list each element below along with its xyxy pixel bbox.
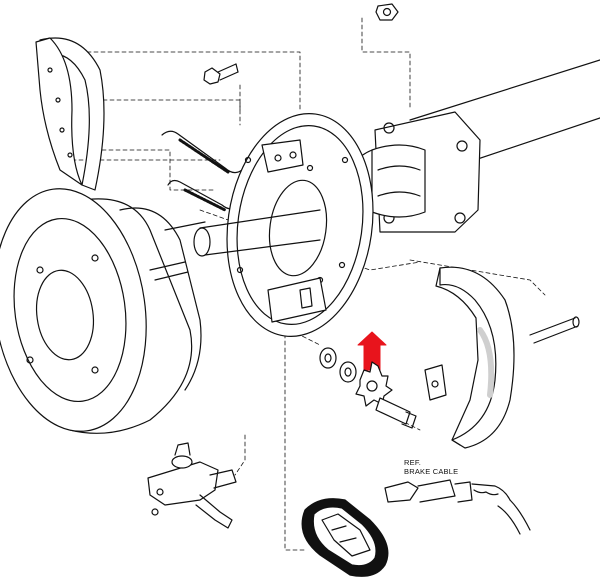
pin [529, 316, 580, 344]
cable-lever [147, 442, 237, 529]
ref-label-line1: REF. [404, 458, 422, 467]
direction-arrow [357, 331, 387, 371]
bolt-upper [203, 63, 239, 85]
backing-plate [226, 113, 374, 337]
axle-shaft [193, 209, 321, 257]
brake-drum [0, 188, 206, 434]
brake-cable-reference-label: REF. BRAKE CABLE [404, 458, 458, 476]
grommet [301, 498, 389, 577]
ref-label-line2: BRAKE CABLE [404, 467, 459, 476]
brake-shoe-lower [424, 266, 515, 449]
brake-shoe-upper [35, 37, 105, 191]
nut-top [375, 3, 399, 21]
axle-housing [349, 59, 600, 233]
brake-cable-end [384, 479, 531, 535]
adjuster-parts [319, 347, 417, 429]
springs [161, 130, 243, 212]
